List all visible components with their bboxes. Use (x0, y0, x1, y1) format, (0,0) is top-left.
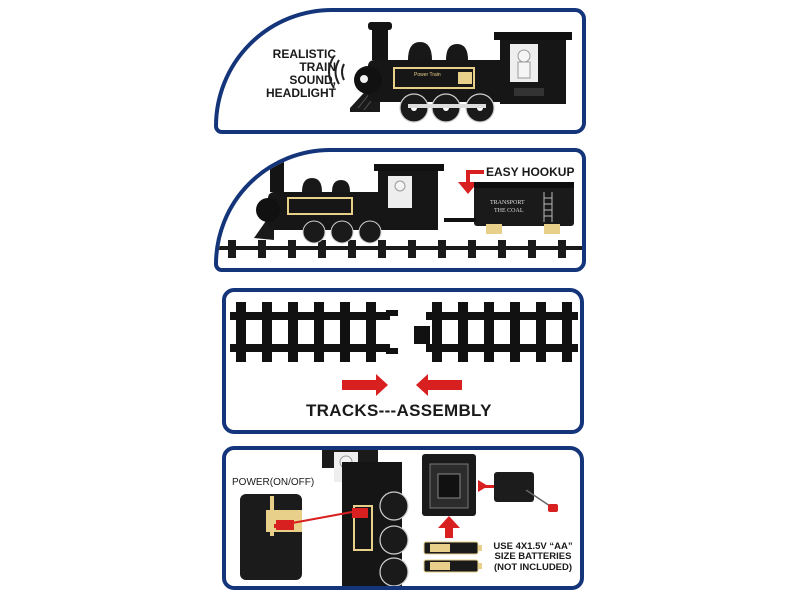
aa-batteries-icon (423, 541, 482, 573)
screwdriver-icon (548, 504, 558, 512)
track-assembly-illustration (230, 302, 578, 396)
locomotive-illustration: Power Train (328, 22, 572, 123)
battery-cover (494, 472, 534, 502)
cab-roof (494, 32, 572, 40)
power-switch-red (352, 508, 368, 518)
headlight (360, 75, 368, 83)
coal-car-bogie-front (486, 224, 502, 234)
right-arrow-icon (342, 374, 388, 396)
sand-dome (446, 44, 468, 60)
battery-note-line-3: (NOT INCLUDED) (493, 561, 573, 573)
tracks-assembly-label: TRACKS---ASSEMBLY (306, 401, 492, 420)
panel-sound-headlight: REALISTIC TRAIN SOUND, HEADLIGHT Power T… (214, 8, 586, 134)
coal-car-bogie-rear (544, 224, 560, 234)
sound-label-line-1: REALISTIC (272, 47, 336, 61)
hookup-arrow-icon (458, 170, 484, 194)
panel-easy-hookup: EASY HOOKUP TRANSPORT THE C (214, 148, 586, 272)
battery-note: USE 4X1.5V “AA” SIZE BATTERIES (NOT INCL… (484, 541, 580, 573)
battery-note-line-2: SIZE BATTERIES (494, 551, 572, 563)
track-section (218, 240, 582, 258)
power-pointer-line (275, 511, 353, 527)
battery-up-arrow-icon (438, 516, 460, 538)
panel-tracks-assembly: TRACKS---ASSEMBLY (222, 288, 584, 434)
coal-car-text-2: THE COAL (494, 208, 524, 214)
power-battery-illustration (240, 450, 558, 586)
sound-wave-icon (328, 55, 345, 89)
gold-trim (393, 67, 475, 89)
sound-label-line-2: TRAIN (299, 59, 336, 74)
sound-label-line-4: HEADLIGHT (266, 85, 336, 100)
coal-car (474, 186, 574, 226)
driver-figure (517, 49, 531, 63)
left-track-piece (230, 302, 398, 362)
loco-chimney (270, 160, 284, 192)
side-rod (408, 104, 486, 108)
right-track-piece (414, 302, 578, 362)
engine-plate-text: Power Train (414, 72, 441, 78)
easy-hookup-label: EASY HOOKUP (486, 165, 575, 179)
sound-feature-label: REALISTIC TRAIN SOUND, HEADLIGHT (250, 48, 336, 100)
panel-power-batteries: POWER(ON/OFF) USE 4X1.5V “AA” SIZE BATTE… (222, 446, 584, 590)
loco-boiler (268, 192, 386, 230)
chimney (372, 26, 388, 60)
train-hookup-illustration: TRANSPORT THE COAL (218, 160, 582, 258)
left-arrow-icon (416, 374, 462, 396)
steam-dome (408, 42, 432, 60)
smokebox (354, 66, 382, 94)
coal-car-text-1: TRANSPORT (490, 200, 525, 206)
battery-note-line-1: USE 4X1.5V “AA” (493, 541, 573, 552)
power-switch-label: POWER(ON/OFF) (232, 477, 315, 488)
coupler (444, 218, 476, 222)
sound-label-line-3: SOUND, (289, 72, 336, 87)
